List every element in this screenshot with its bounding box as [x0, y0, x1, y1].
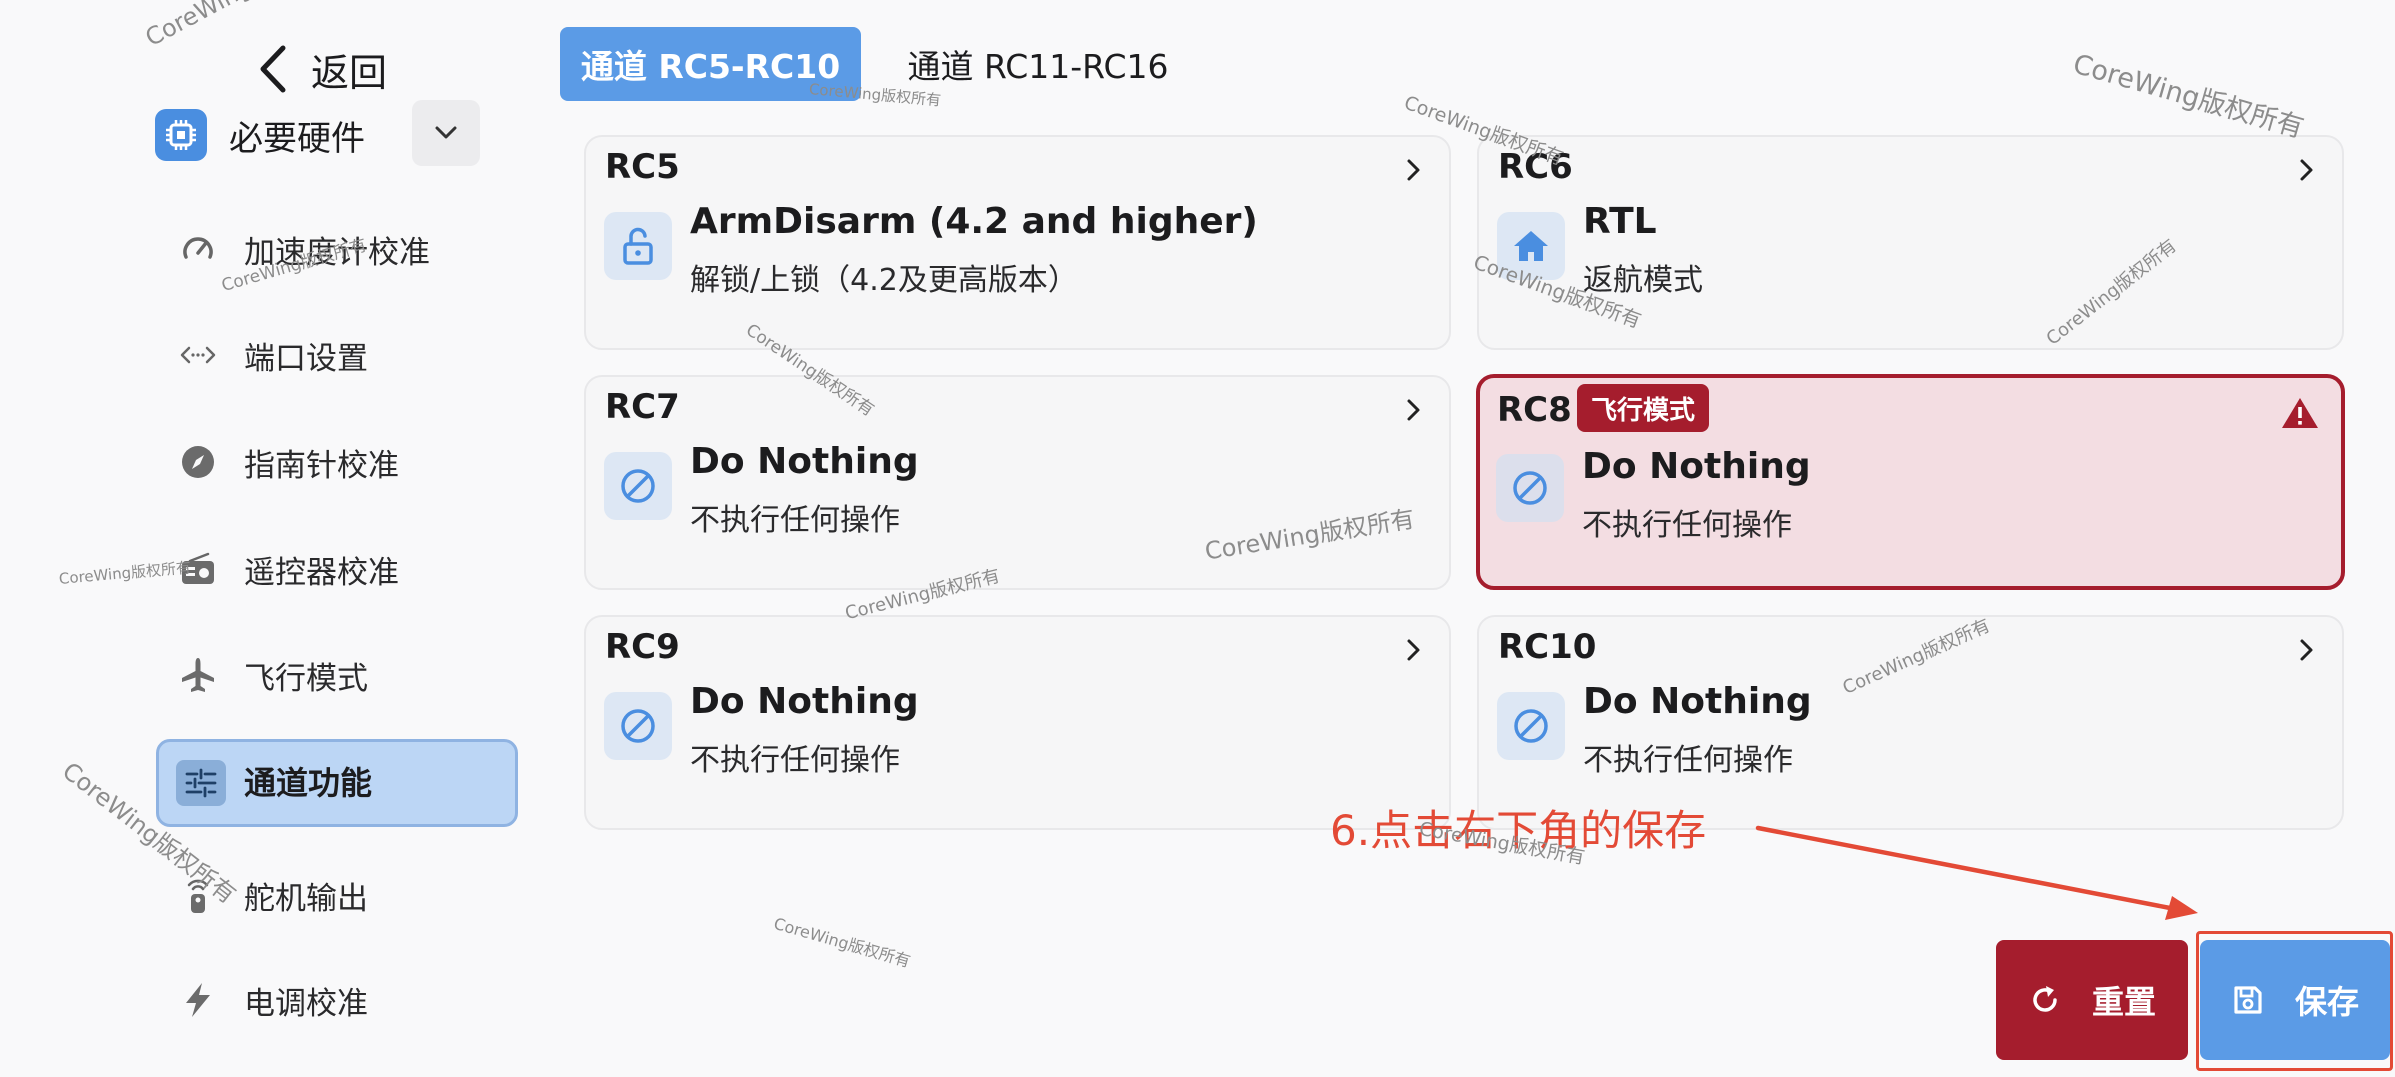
sidebar-item-accelerometer[interactable]: 加速度计校准	[176, 214, 430, 284]
unlock-icon	[604, 212, 672, 280]
sidebar-item-flight-modes[interactable]: 飞行模式	[176, 640, 368, 710]
channel-function-description: 不执行任何操作	[1583, 743, 1793, 778]
back-label: 返回	[311, 50, 388, 95]
servo-icon	[176, 873, 220, 917]
flight-mode-conflict-badge: 飞行模式	[1577, 384, 1710, 432]
channel-function-name: RTL	[1583, 201, 1657, 242]
channel-function-description: 返航模式	[1583, 263, 1703, 298]
channel-card-rc10[interactable]: RC10 Do Nothing 不执行任何操作	[1477, 615, 2344, 830]
radio-icon	[176, 547, 220, 591]
chevron-right-icon	[2300, 159, 2313, 181]
channel-function-name: ArmDisarm (4.2 and higher)	[690, 201, 1258, 242]
channel-function-name: Do Nothing	[1582, 446, 1811, 487]
save-button[interactable]: 保存	[2200, 940, 2390, 1060]
tutorial-annotation-text: 6.点击右下角的保存	[1330, 806, 1707, 855]
channel-label: RC10	[1498, 627, 1597, 667]
annotation-arrow	[1755, 825, 2198, 920]
sidebar-item-compass[interactable]: 指南针校准	[176, 427, 399, 497]
chip-icon	[155, 109, 207, 161]
chevron-right-icon	[1407, 399, 1420, 421]
reset-button-label: 重置	[2091, 983, 2156, 1021]
prohibit-icon	[1497, 692, 1565, 760]
hardware-section-label: 必要硬件	[229, 118, 365, 159]
sidebar-item-esc-calibration[interactable]: 电调校准	[176, 965, 368, 1035]
chevron-right-icon	[1407, 639, 1420, 661]
airplane-icon	[176, 653, 220, 697]
sidebar-item-label: 通道功能	[244, 764, 373, 802]
home-icon	[1497, 212, 1565, 280]
prohibit-icon	[1496, 454, 1564, 522]
channel-label: RC8	[1497, 390, 1572, 430]
sidebar-item-label: 端口设置	[244, 340, 368, 377]
compass-icon	[176, 440, 220, 484]
channel-function-name: Do Nothing	[690, 681, 919, 722]
save-button-highlight-box	[2196, 931, 2393, 1071]
channel-card-rc6[interactable]: RC6 RTL 返航模式	[1477, 135, 2344, 350]
chevron-down-icon	[435, 126, 457, 139]
tab-rc11-rc16[interactable]: 通道 RC11-RC16	[907, 47, 1169, 86]
reset-button[interactable]: 重置	[1996, 940, 2188, 1060]
sidebar-item-label: 遥控器校准	[244, 554, 399, 591]
refresh-icon	[2033, 986, 2057, 1012]
watermark: CoreWing版权所有	[2069, 48, 2308, 145]
sidebar-item-ports[interactable]: 端口设置	[176, 320, 368, 390]
chevron-right-icon	[1407, 159, 1420, 181]
sidebar-item-label: 指南针校准	[244, 447, 399, 484]
sidebar-item-label: 飞行模式	[244, 660, 368, 697]
prohibit-icon	[604, 452, 672, 520]
channel-label: RC9	[605, 627, 680, 667]
channel-function-description: 解锁/上锁（4.2及更高版本）	[690, 263, 1078, 298]
watermark: CoreWing版权所有	[58, 558, 192, 588]
channel-function-name: Do Nothing	[690, 441, 919, 482]
channel-function-description: 不执行任何操作	[690, 503, 900, 538]
save-button-label: 保存	[2294, 983, 2359, 1021]
channel-card-rc9[interactable]: RC9 Do Nothing 不执行任何操作	[584, 615, 1451, 830]
warning-icon	[2282, 398, 2318, 428]
prohibit-icon	[604, 692, 672, 760]
sidebar-item-label: 加速度计校准	[244, 234, 430, 271]
section-collapse-button[interactable]	[412, 100, 480, 166]
channel-function-description: 不执行任何操作	[1582, 508, 1792, 543]
channel-function-description: 不执行任何操作	[690, 743, 900, 778]
channel-label: RC5	[605, 147, 680, 187]
channel-label: RC6	[1498, 147, 1573, 187]
channel-card-rc5[interactable]: RC5 ArmDisarm (4.2 and higher) 解锁/上锁（4.2…	[584, 135, 1451, 350]
watermark: CoreWing版权所有	[771, 913, 913, 972]
tab-rc5-rc10[interactable]: 通道 RC5-RC10	[560, 27, 861, 101]
gauge-icon	[176, 227, 220, 271]
channel-card-rc7[interactable]: RC7 Do Nothing 不执行任何操作	[584, 375, 1451, 590]
back-button[interactable]: 返回	[255, 38, 387, 100]
floppy-disk-icon	[2234, 986, 2262, 1014]
chevron-right-icon	[2300, 639, 2313, 661]
sidebar-item-label: 舵机输出	[244, 880, 368, 917]
sidebar-item-radio-calibration[interactable]: 遥控器校准	[176, 534, 399, 604]
hardware-section-header: 必要硬件	[155, 100, 365, 170]
channel-function-name: Do Nothing	[1583, 681, 1812, 722]
channel-card-rc8[interactable]: RC8 飞行模式 Do Nothing 不执行任何操作	[1476, 374, 2345, 590]
channel-label: RC7	[605, 387, 680, 427]
sidebar-item-label: 电调校准	[244, 985, 368, 1022]
chevron-left-icon	[260, 45, 286, 93]
sliders-icon	[176, 760, 226, 806]
sidebar-item-servo-output[interactable]: 舵机输出	[176, 860, 368, 930]
code-arrows-icon	[176, 333, 220, 377]
lightning-icon	[176, 978, 220, 1022]
